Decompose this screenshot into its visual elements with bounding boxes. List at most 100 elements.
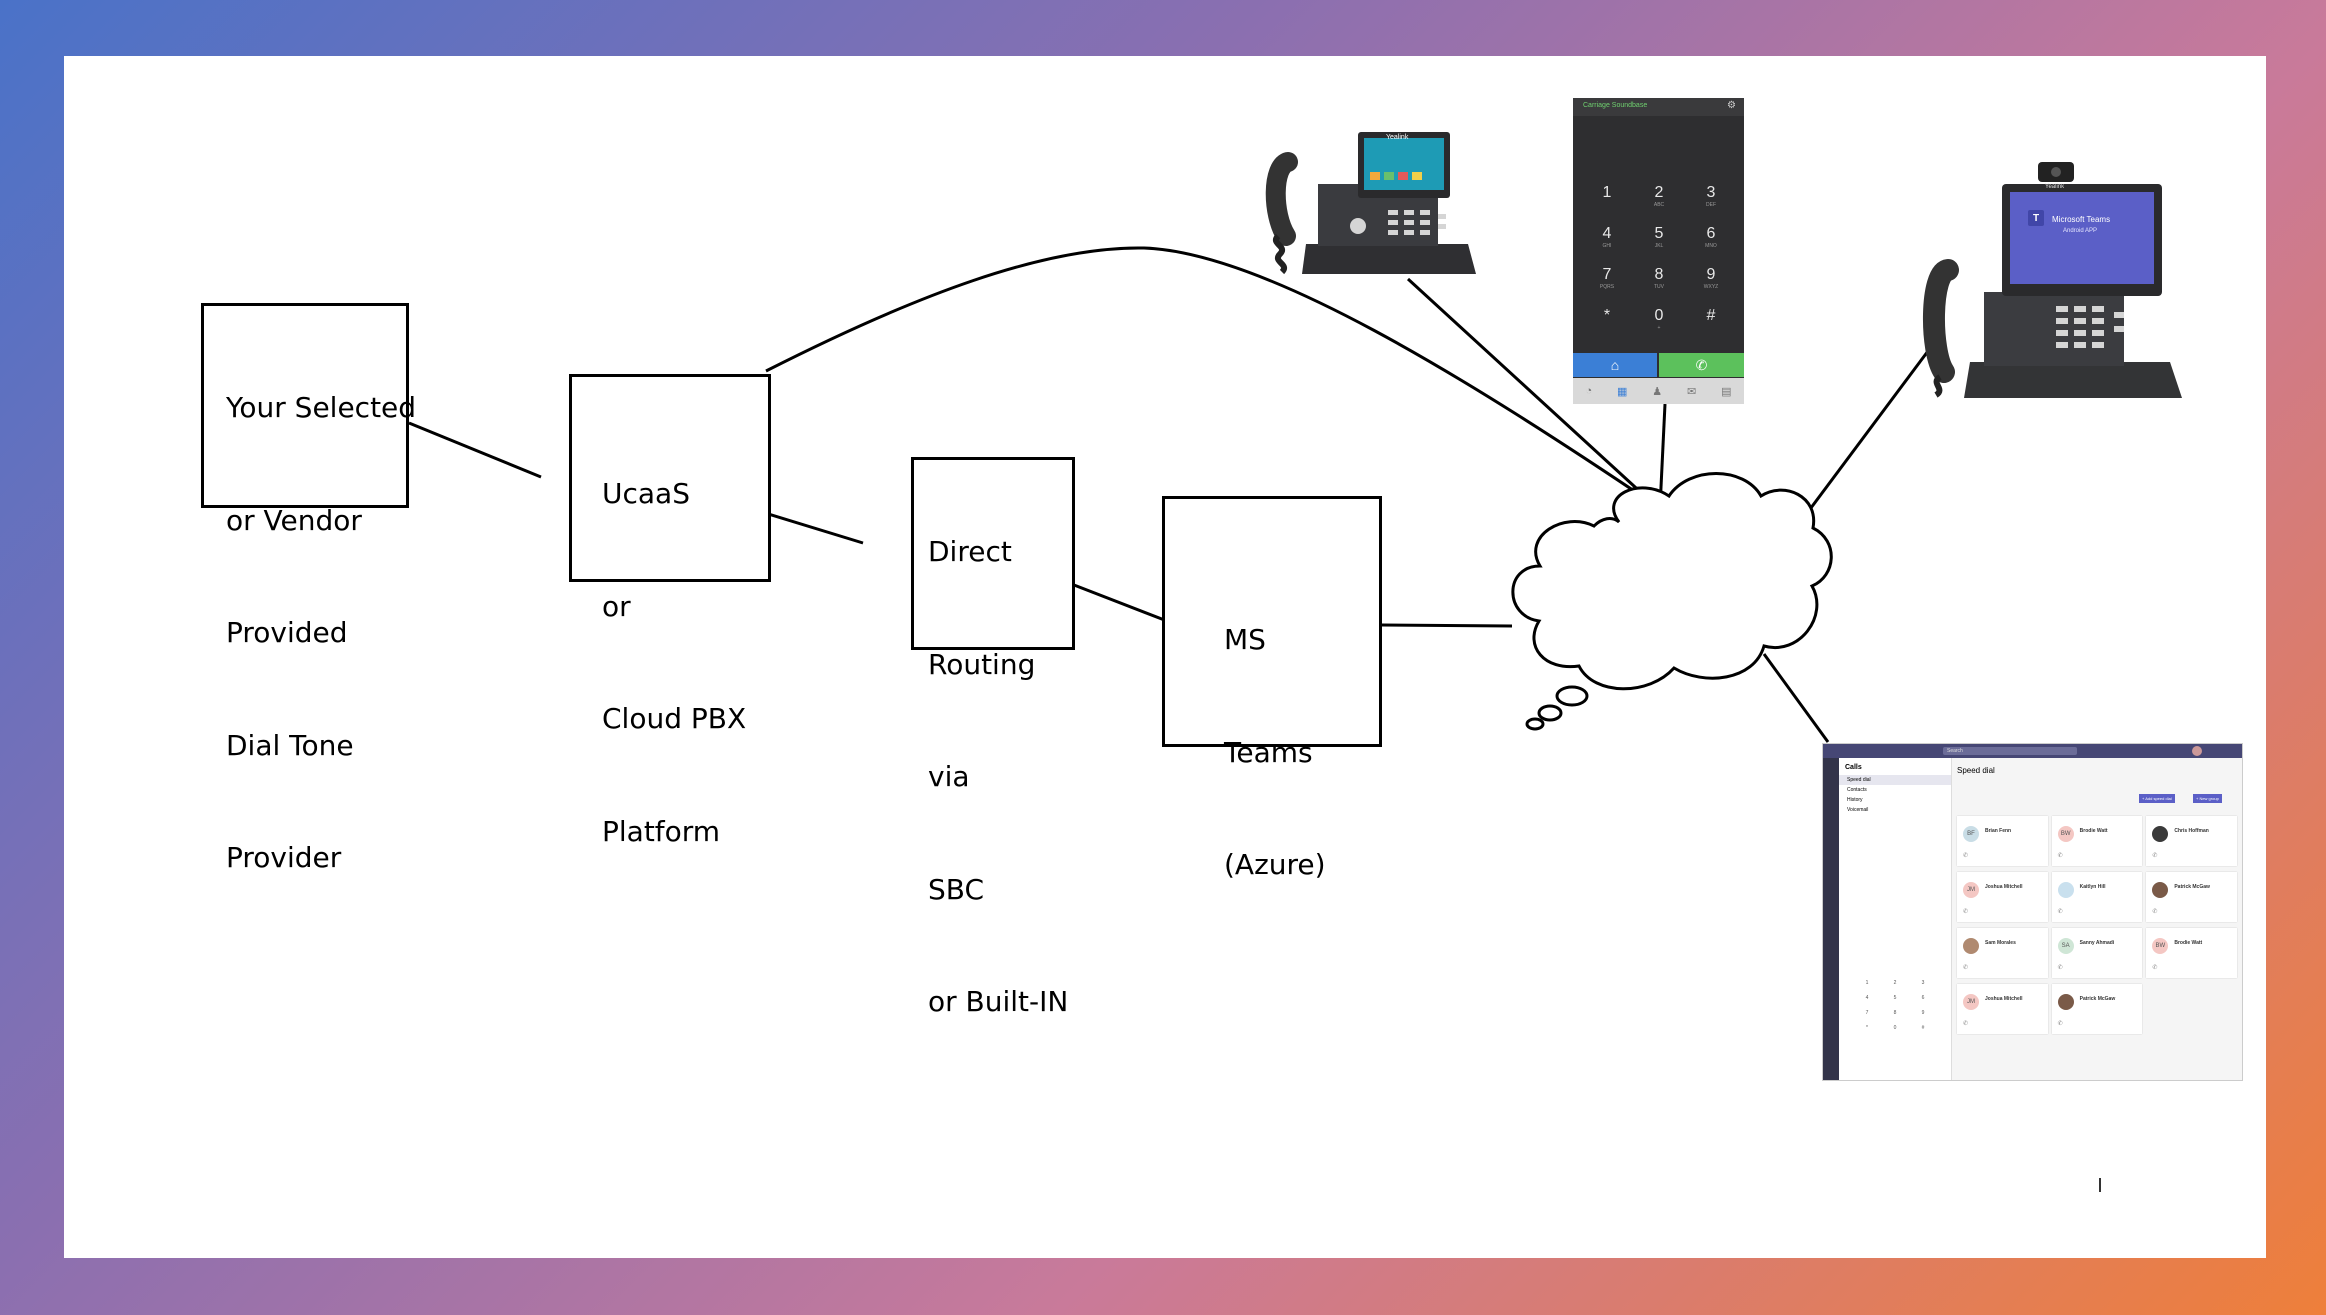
call-icon[interactable]: ✆ — [2152, 853, 2158, 859]
mini-dialpad: 1 2 3 4 5 6 7 8 9 * 0 # — [1853, 980, 1937, 1031]
sidebar-item-speed-dial[interactable]: Speed dial — [1839, 775, 1951, 785]
stray-mark — [2099, 1178, 2101, 1192]
link-deskphone-cloud — [1406, 277, 1661, 511]
speed-dial-card[interactable]: Patrick McGaw✆ — [2146, 872, 2237, 922]
call-icon[interactable]: ✆ — [1963, 909, 1969, 915]
mini-dialpad-key[interactable]: 0 — [1893, 1025, 1897, 1031]
dialpad-key[interactable]: 0+ — [1633, 307, 1685, 338]
teams-search-input[interactable]: Search — [1943, 747, 2077, 755]
dialpad-key-letters: DEF — [1706, 202, 1716, 208]
dialpad-key-digit: 2 — [1654, 184, 1664, 201]
settings-icon[interactable]: ⚙ — [1727, 100, 1736, 111]
contact-name: Joshua Mitchell — [1985, 996, 2023, 1002]
dialpad-key[interactable]: # — [1685, 307, 1737, 338]
more-icon[interactable]: ▤ — [1721, 385, 1732, 398]
contact-name: Brodie Watt — [2079, 828, 2108, 834]
calls-title: Calls — [1845, 764, 1862, 771]
call-icon[interactable]: ✆ — [2152, 965, 2158, 971]
dialpad-key-letters: + — [1657, 325, 1661, 331]
mini-dialpad-key[interactable]: 8 — [1893, 1010, 1897, 1016]
speed-dial-card[interactable]: Chris Hoffman✆ — [2146, 816, 2237, 866]
link-cloud-teamsphone — [1788, 346, 1933, 537]
user-avatar[interactable] — [2192, 746, 2202, 756]
slide-canvas: Your Selected or Vendor Provided Dial To… — [64, 56, 2266, 1258]
call-icon[interactable]: ✆ — [1963, 1021, 1969, 1027]
mini-dialpad-key[interactable]: # — [1921, 1025, 1925, 1031]
dialpad-key-digit: 5 — [1654, 225, 1664, 242]
sidebar-item-history[interactable]: History — [1847, 797, 1863, 803]
mini-dialpad-key[interactable]: 1 — [1865, 980, 1869, 986]
dialpad-key-letters: JKL — [1654, 243, 1664, 249]
contact-avatar — [2057, 882, 2074, 898]
speed-dial-card[interactable]: BW Brodie Watt ✆ — [2051, 816, 2143, 866]
call-icon[interactable]: ✆ — [1963, 853, 1969, 859]
messages-icon[interactable]: ✉ — [1687, 385, 1697, 398]
dialpad-key-digit: 4 — [1602, 225, 1612, 242]
sidebar-item-voicemail[interactable]: Voicemail — [1847, 807, 1869, 813]
call-icon[interactable]: ✆ — [2057, 1021, 2063, 1027]
contact-avatar: JM — [1963, 994, 1979, 1010]
mini-dialpad-key[interactable]: 2 — [1893, 980, 1897, 986]
contact-name: Sanny Ahmadi — [2079, 940, 2115, 946]
dialpad-icon[interactable]: ▦ — [1616, 385, 1628, 398]
teams-phone-image: Yealink T Microsoft Teams Android APP — [1900, 162, 2186, 402]
mini-dialpad-key[interactable]: 3 — [1921, 980, 1925, 986]
call-button[interactable]: ✆ — [1659, 353, 1744, 377]
mini-dialpad-key[interactable]: 7 — [1865, 1010, 1869, 1016]
contact-avatar: BF — [1963, 826, 1979, 842]
dialpad-key[interactable]: * — [1581, 307, 1633, 338]
direct-routing-box — [911, 457, 1075, 650]
video-call-button[interactable]: ⌂ — [1573, 353, 1657, 377]
speed-dial-card[interactable]: JM Joshua Mitchell ✆ — [1957, 984, 2048, 1034]
call-icon[interactable]: ✆ — [2057, 909, 2063, 915]
dialpad-key[interactable]: 1 — [1581, 184, 1633, 215]
sidebar-item-contacts[interactable]: Contacts — [1847, 787, 1867, 793]
call-icon[interactable]: ✆ — [2057, 853, 2063, 859]
connectors-layer — [408, 246, 1933, 743]
ucaas-box — [569, 374, 771, 582]
ms-teams-box — [1162, 496, 1382, 747]
speed-dial-card[interactable]: Kaitlyn Hill ✆ — [2051, 872, 2143, 922]
mini-dialpad-key[interactable]: 5 — [1893, 995, 1897, 1001]
teams-calls-sidebar: Calls Speed dial Contacts History Voicem… — [1839, 758, 1952, 1080]
contact-avatar: BW — [2057, 826, 2074, 842]
call-icon[interactable]: ✆ — [2152, 909, 2158, 915]
desk-phone-brand: Yealink — [1386, 134, 1409, 141]
teams-phone-brand: Yealink — [2045, 184, 2065, 190]
history-icon[interactable]: ◔ — [1585, 385, 1593, 397]
speed-dial-card[interactable]: Patrick McGaw✆ — [2051, 984, 2143, 1034]
mini-dialpad-key[interactable]: * — [1866, 1025, 1868, 1031]
speed-dial-card[interactable]: Sam Morales✆ — [1957, 928, 2048, 978]
link-cloud-teamsapp — [1762, 653, 1830, 743]
add-speed-dial-button[interactable]: + Add speed dial — [2139, 794, 2175, 803]
direct-routing-label: Direct Routing via SBC or Built-IN — [928, 535, 1069, 1018]
new-group-button[interactable]: + New group — [2193, 794, 2222, 803]
call-icon[interactable]: ✆ — [1963, 965, 1969, 971]
contact-avatar — [2057, 994, 2074, 1010]
mini-dialpad-key[interactable]: 4 — [1865, 995, 1869, 1001]
contact-name: Kaitlyn Hill — [2079, 884, 2106, 890]
mini-dialpad-key[interactable]: 9 — [1921, 1010, 1925, 1016]
dialpad-key-digit: 1 — [1602, 184, 1612, 201]
contacts-icon[interactable]: ♟ — [1652, 385, 1663, 398]
call-icon[interactable]: ✆ — [2057, 965, 2063, 971]
mini-dialpad-key[interactable]: 6 — [1921, 995, 1925, 1001]
teams-phone-screen-subtitle: Android APP — [2063, 228, 2098, 234]
contact-name: Joshua Mitchell — [1985, 884, 2023, 890]
contact-avatar — [1963, 938, 1979, 954]
